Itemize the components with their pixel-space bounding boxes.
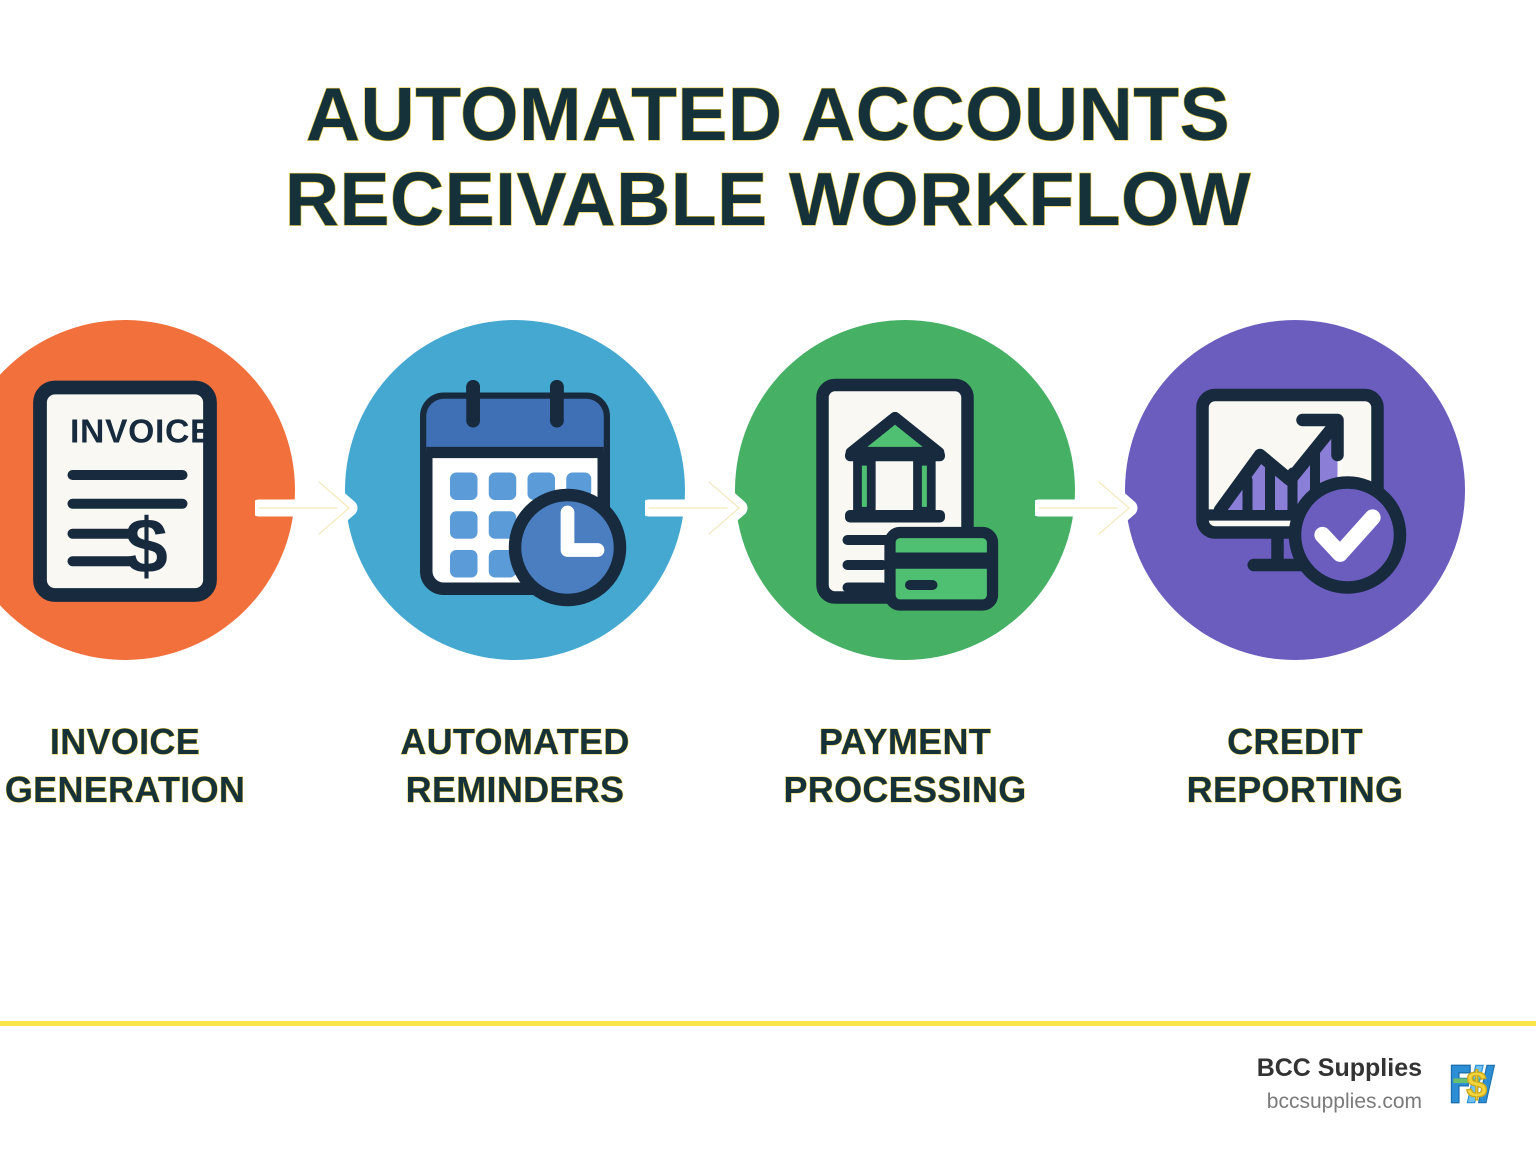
brand-url[interactable]: bccsupplies.com: [1266, 1089, 1422, 1113]
brand-text-block: BCC Supplies bccsupplies.com: [1257, 1052, 1422, 1116]
brand-name: BCC Supplies: [1256, 1054, 1422, 1082]
title-line-2: RECEIVABLE WORKFLOW: [284, 156, 1252, 241]
footer-divider: [0, 1021, 1536, 1026]
arrow-right-icon: [645, 468, 777, 548]
svg-text:$: $: [1466, 1063, 1487, 1105]
arrow-right-icon: [255, 468, 387, 548]
workflow-step-credit-reporting[interactable]: CREDIT REPORTING: [1100, 320, 1490, 860]
svg-text:$: $: [881, 460, 909, 516]
step-label-2: AUTOMATED REMINDERS: [400, 720, 630, 810]
svg-text:INVOICE: INVOICE: [70, 413, 213, 451]
step-label-4: CREDIT REPORTING: [1186, 720, 1404, 810]
monitor-growth-check-icon: [1125, 320, 1465, 660]
invoice-document-icon: INVOICE $: [0, 320, 295, 660]
svg-text:$: $: [125, 504, 168, 590]
footer-branding: BCC Supplies bccsupplies.com $: [1257, 1052, 1500, 1116]
arrow-right-icon: [1035, 468, 1167, 548]
workflow-step-payment-processing[interactable]: $ PAYMENT PROCESSING: [710, 320, 1100, 860]
title-line-1: AUTOMATED ACCOUNTS: [305, 71, 1231, 156]
workflow-step-invoice-generation[interactable]: INVOICE $ INVOICE GENERATION: [0, 320, 320, 860]
workflow-step-automated-reminders[interactable]: AUTOMATED REMINDERS: [320, 320, 710, 860]
bcc-supplies-logo: $: [1450, 1062, 1496, 1106]
workflow-steps: INVOICE $ INVOICE GENERATION: [0, 320, 1536, 860]
step-label-1: INVOICE GENERATION: [4, 720, 246, 810]
bank-credit-card-icon: $: [735, 320, 1075, 660]
calendar-clock-icon: [345, 320, 685, 660]
step-label-3: PAYMENT PROCESSING: [783, 720, 1027, 810]
page-title: AUTOMATED ACCOUNTS RECEIVABLE WORKFLOW: [0, 71, 1536, 242]
